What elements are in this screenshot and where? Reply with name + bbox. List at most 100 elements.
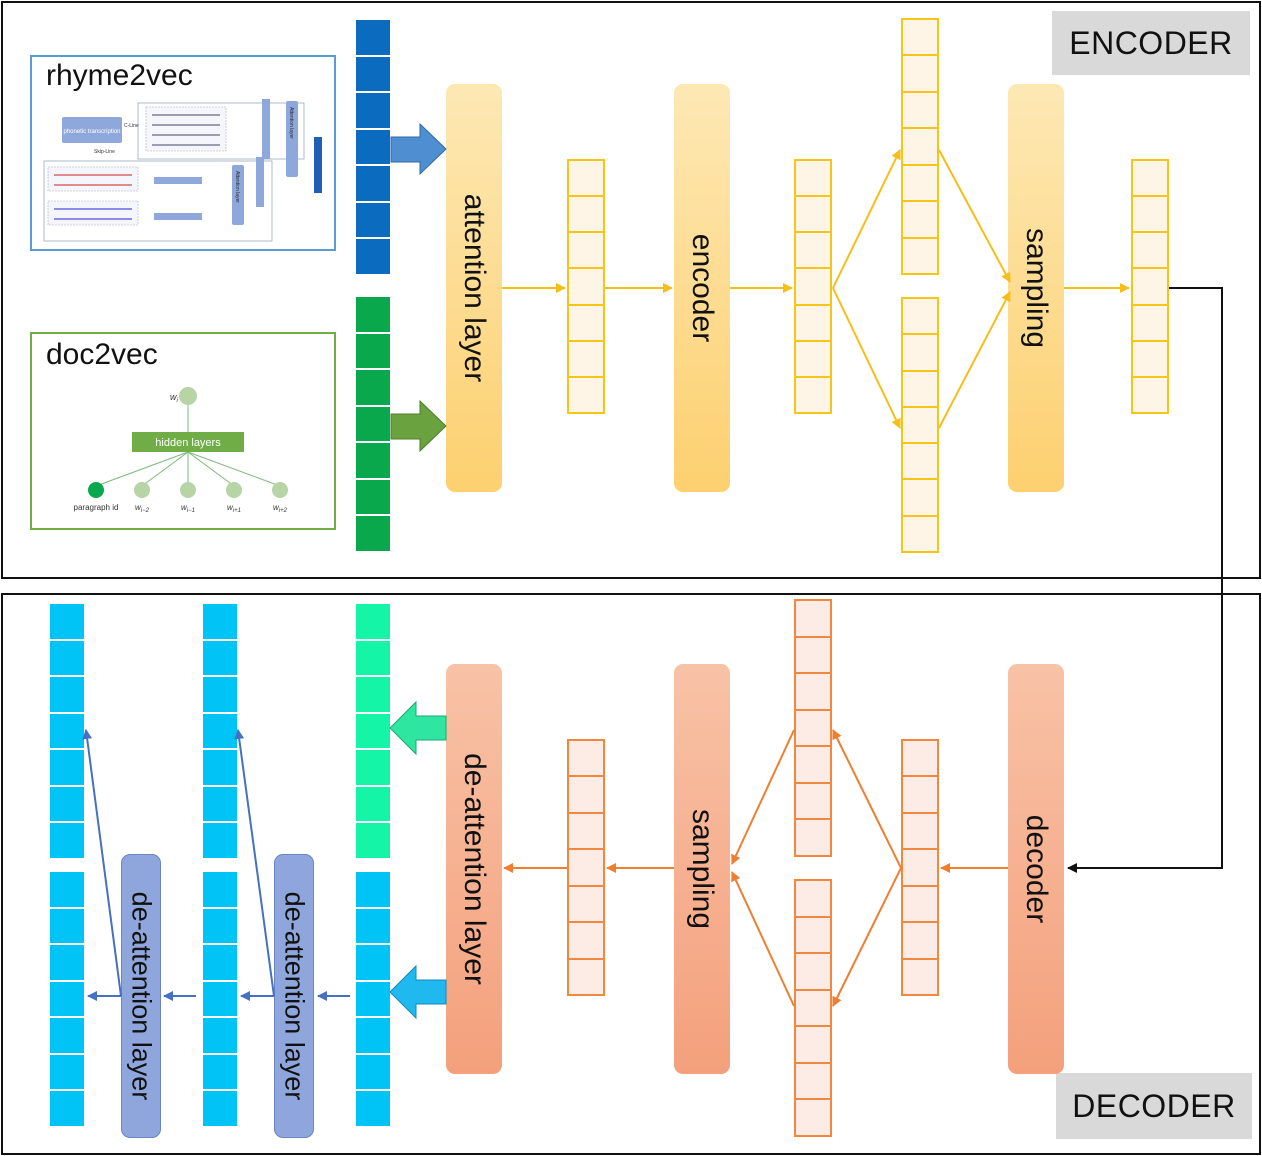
w-label-2: wi−1 [181, 503, 195, 514]
c-line-label: C-Line [124, 123, 139, 129]
vector-cell [356, 200, 390, 238]
encoder-section [1, 1, 1261, 579]
encoder-sampling-label: sampling [1020, 227, 1053, 349]
variance-vector [901, 297, 939, 553]
vector-cell [203, 784, 237, 822]
vector-cell [901, 480, 939, 517]
vector-cell [901, 165, 939, 203]
de-attention-layer-label: de-attention layer [458, 753, 491, 985]
decoder-sampling-label: sampling [686, 808, 719, 930]
vector-cell [356, 979, 390, 1017]
vector-cell [356, 477, 390, 515]
vector-cell [901, 516, 939, 553]
doc-input-vector [356, 297, 390, 552]
mini-attention-label-2: Attention layer [288, 107, 294, 139]
vector-cell [50, 1016, 84, 1053]
vector-cell [50, 748, 84, 785]
vector-cell [901, 813, 939, 851]
vector-cell [901, 92, 939, 130]
vector-cell [567, 341, 605, 378]
vector-cell [50, 604, 84, 639]
w-node-4 [272, 482, 288, 498]
vector-cell [356, 127, 390, 165]
vector-cell [901, 923, 939, 960]
vector-cell [1131, 341, 1169, 378]
vector-cell [901, 129, 939, 166]
vector-cell [794, 197, 832, 234]
vector-cell [203, 675, 237, 712]
vector-cell [901, 959, 939, 996]
vector-cell [203, 1089, 237, 1127]
vector-cell [567, 269, 605, 306]
vector-cell [794, 1063, 832, 1101]
vector-cell [1131, 377, 1169, 414]
vector-cell [901, 18, 939, 57]
vector-cell [901, 56, 939, 93]
vector-cell [794, 341, 832, 378]
mini-attention-label-1: Attention layer [234, 171, 240, 203]
wi-node [179, 387, 197, 405]
vector-cell [203, 1052, 237, 1090]
vector-cell [567, 377, 605, 414]
vector-cell [1131, 159, 1169, 198]
small-de-attention-box-1: de-attention layer [121, 854, 161, 1138]
attention-output-vector [567, 159, 605, 414]
rhyme2vec-mini-diagram: phonetic transcription C-Line Skip-Line … [43, 99, 322, 242]
vector-cell [901, 886, 939, 924]
vector-cell [567, 886, 605, 924]
vector-cell [50, 1052, 84, 1090]
vector-cell [567, 850, 605, 887]
vector-cell [50, 906, 84, 944]
vector-cell [50, 872, 84, 907]
cyan-vector-col1-top [50, 604, 84, 859]
encoder-label: encoder [686, 233, 719, 343]
attention-layer-box: attention layer [446, 84, 502, 492]
vector-cell [794, 377, 832, 414]
cyan-vector-col2-top [203, 604, 237, 859]
cyan-vector-col2-bottom [203, 872, 237, 1127]
vector-cell [203, 943, 237, 980]
mean-vector [901, 18, 939, 275]
vector-cell [50, 979, 84, 1017]
vector-cell [356, 54, 390, 92]
vector-cell [356, 675, 390, 712]
vector-cell [1131, 233, 1169, 270]
rhyme2vec-panel: rhyme2vec phonetic transcription C-Line … [30, 55, 336, 251]
doc2vec-panel: doc2vec wi hidden layers paragraph id wi… [30, 332, 336, 530]
encoder-tag: ENCODER [1052, 11, 1250, 75]
vector-cell [203, 979, 237, 1017]
vector-cell [901, 297, 939, 336]
vector-cell [356, 784, 390, 822]
vector-cell [794, 1027, 832, 1064]
decoder-box: decoder [1008, 664, 1064, 1074]
encoder-box: encoder [674, 84, 730, 492]
vector-cell [567, 233, 605, 270]
hidden-layers-box [132, 432, 244, 452]
vector-cell [901, 777, 939, 814]
vector-cell [356, 748, 390, 785]
phonetic-box-label: phonetic transcription [63, 129, 120, 135]
wi-label: wi [170, 392, 179, 404]
w-label-3: wi+1 [227, 503, 241, 514]
vector-cell [1131, 269, 1169, 306]
vector-cell [567, 959, 605, 996]
small-de-attention-label-1: de-attention layer [126, 891, 157, 1101]
vector-cell [794, 159, 832, 198]
vector-cell [356, 906, 390, 944]
encoder-output-vector [794, 159, 832, 414]
vector-cell [901, 238, 939, 275]
w-label-1: wi−2 [135, 503, 150, 514]
vector-cell [50, 711, 84, 749]
vector-cell [901, 202, 939, 239]
vector-cell [203, 906, 237, 944]
de-attention-layer-box: de-attention layer [446, 664, 502, 1074]
vector-cell [567, 159, 605, 198]
vector-cell [794, 783, 832, 821]
rhyme-input-vector [356, 20, 390, 275]
vector-cell [1131, 197, 1169, 234]
decoder-sampled-vector [567, 739, 605, 996]
attention-layer-label: attention layer [458, 193, 491, 383]
vector-cell [203, 711, 237, 749]
vector-cell [901, 739, 939, 778]
